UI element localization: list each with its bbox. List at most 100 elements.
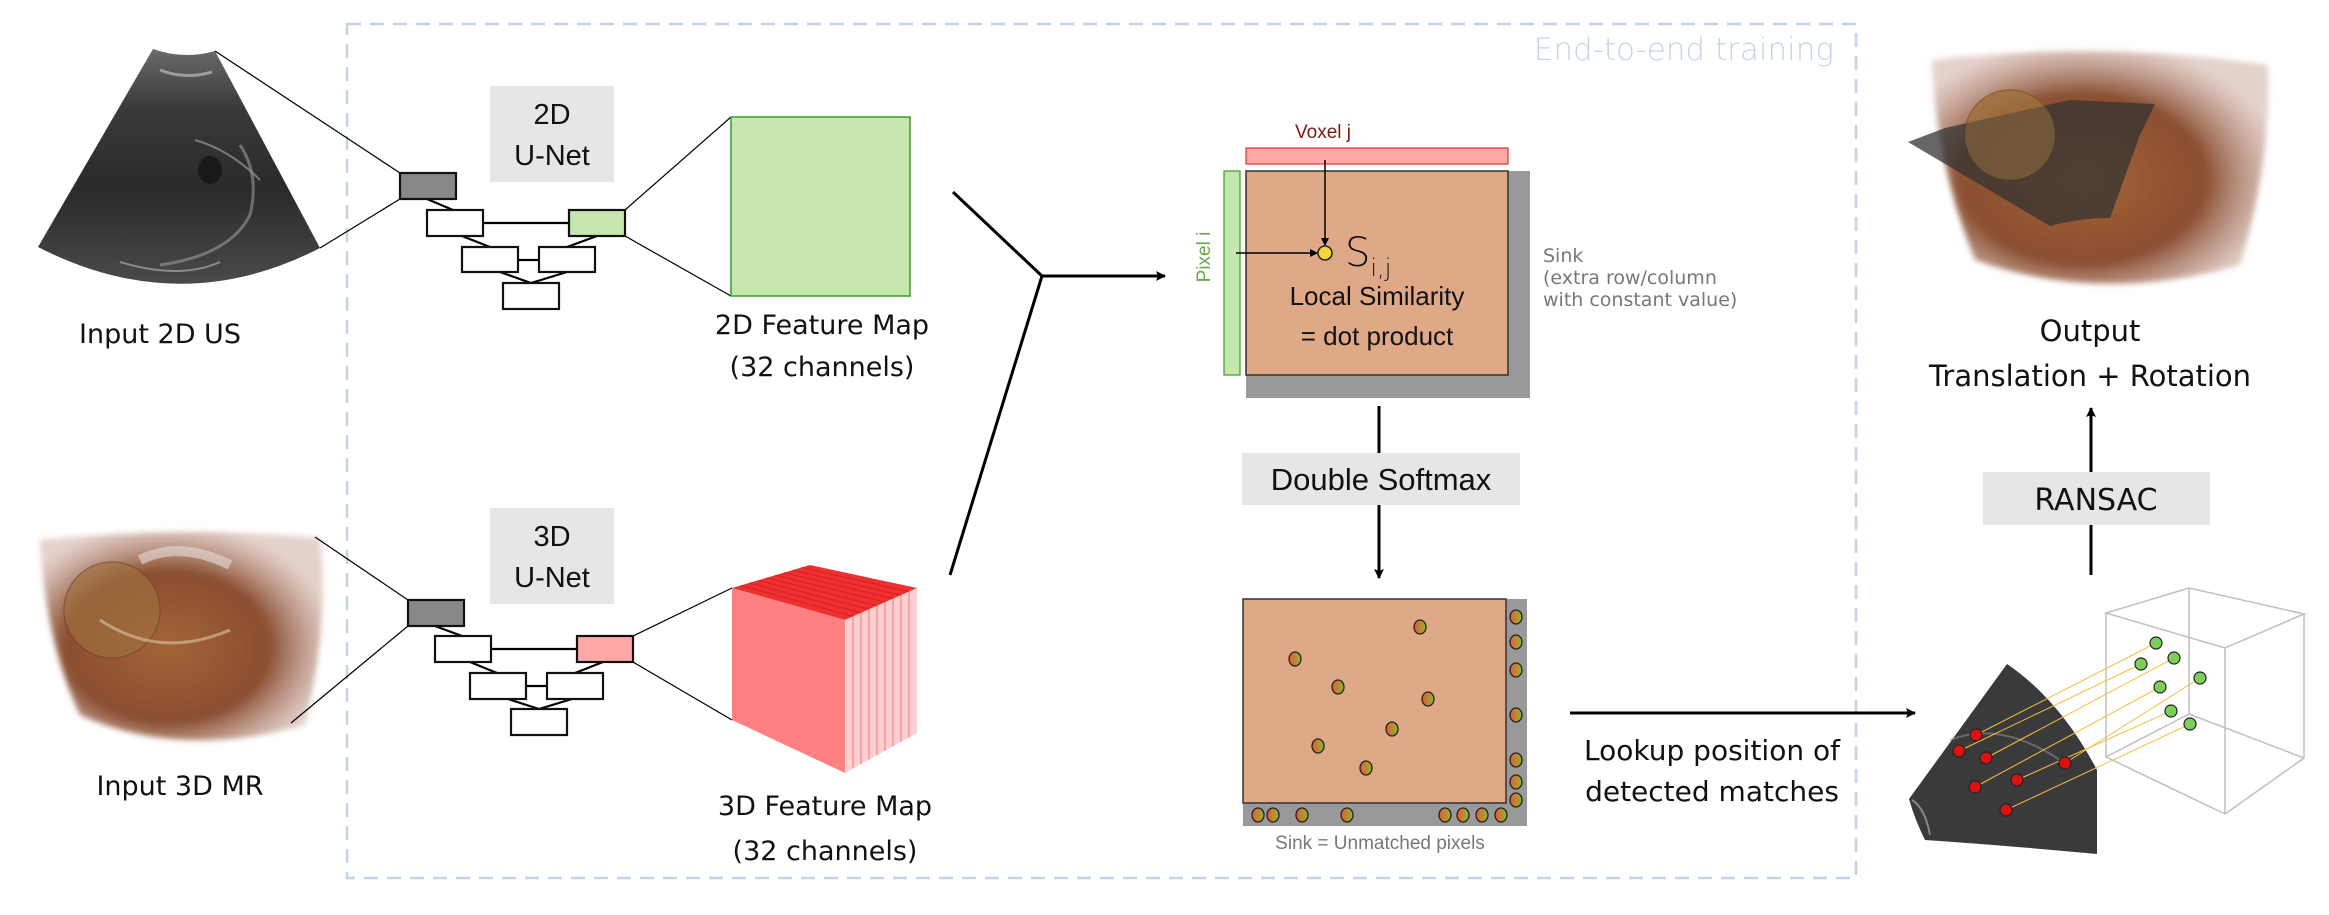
unmatched-dot bbox=[1340, 807, 1354, 823]
unet-3d-decoder-block bbox=[545, 671, 605, 701]
unet-3d: 3D U-Net bbox=[406, 508, 635, 737]
feature-map-3d-front bbox=[732, 588, 845, 773]
matched-pair-dot bbox=[1359, 760, 1373, 776]
channel-slice-top bbox=[757, 579, 870, 610]
unmatched-dot bbox=[1509, 707, 1523, 723]
zoom-line bbox=[214, 50, 401, 174]
sink-description-line: (extra row/column bbox=[1543, 267, 1717, 289]
us-match-dot bbox=[2010, 773, 2024, 787]
mr-match-dot bbox=[2164, 704, 2178, 718]
unet-3d-encoder-block bbox=[433, 634, 493, 664]
unmatched-dot bbox=[1295, 807, 1309, 823]
unet-2d-label-box bbox=[490, 86, 614, 182]
mr-match-dot bbox=[2134, 657, 2148, 671]
zoom-line bbox=[632, 661, 733, 721]
unmatched-dot bbox=[1509, 792, 1523, 808]
input-us-label: Input 2D US bbox=[79, 319, 241, 350]
correspondence-line bbox=[2005, 723, 2191, 811]
voxel-label: Voxel j bbox=[1295, 122, 1351, 143]
similarity-matrix bbox=[1245, 170, 1509, 376]
channel-slice-top bbox=[749, 582, 862, 614]
match-matrix-group: Sink = Unmatched pixels bbox=[1242, 598, 1527, 854]
similarity-symbol-s: S bbox=[1345, 230, 1370, 276]
channel-slice-top bbox=[775, 574, 886, 603]
unet-2d-input-block bbox=[398, 171, 458, 201]
pixel-label: Pixel i bbox=[1194, 232, 1215, 283]
feature-map-2d bbox=[730, 116, 911, 297]
training-region-box bbox=[345, 22, 1858, 880]
unmatched-dot bbox=[1509, 609, 1523, 625]
correspondence-view bbox=[1909, 587, 2307, 854]
lookup-label-line1: Lookup position of bbox=[1584, 734, 1841, 767]
input-mr-label: Input 3D MR bbox=[96, 771, 263, 802]
similarity-formula: = dot product bbox=[1301, 321, 1454, 351]
pixel-bar bbox=[1223, 170, 1241, 376]
ransac-label: RANSAC bbox=[2034, 483, 2157, 518]
output-description: Translation + Rotation bbox=[1928, 359, 2251, 393]
unet-2d-bottleneck-block bbox=[501, 281, 561, 311]
zoom-line bbox=[632, 587, 733, 637]
feature-map-3d-channels: (32 channels) bbox=[733, 836, 918, 867]
unet-2d: 2D U-Net bbox=[398, 86, 627, 311]
unet-3d-encoder-block bbox=[468, 671, 528, 701]
unet-2d-encoder-block bbox=[425, 208, 485, 238]
feature-map-2d-label: 2D Feature Map bbox=[715, 310, 929, 341]
unet-3d-label-line2: U-Net bbox=[514, 562, 590, 594]
unmatched-dot bbox=[1456, 807, 1470, 823]
matched-pair-dot bbox=[1421, 691, 1435, 707]
unet-3d-bottleneck-block bbox=[509, 707, 569, 737]
similarity-matrix-group: Voxel j Pixel i Si,j Local Similarity = … bbox=[1194, 122, 1737, 398]
channel-slice-top bbox=[766, 577, 878, 607]
unmatched-dot bbox=[1475, 807, 1489, 823]
correspondence-line bbox=[1975, 642, 2157, 736]
merge-arrow bbox=[948, 190, 1166, 576]
channel-slice-top bbox=[801, 567, 910, 593]
mr-match-dot bbox=[2167, 651, 2181, 665]
matched-pair-dot bbox=[1413, 619, 1427, 635]
unet-3d-label-line1: 3D bbox=[533, 521, 570, 553]
unet-2d-label-line2: U-Net bbox=[514, 140, 590, 172]
volume-box bbox=[2103, 587, 2307, 815]
similarity-entry-dot bbox=[1317, 245, 1333, 261]
zoom-line bbox=[624, 235, 732, 297]
unet-2d-decoder-block bbox=[537, 245, 597, 274]
correspondence-line bbox=[1985, 657, 2175, 759]
feature-map-3d-side bbox=[845, 588, 917, 773]
zoom-line bbox=[624, 116, 732, 211]
channel-slice-top bbox=[740, 584, 854, 617]
registered-us-slice bbox=[1908, 100, 2155, 226]
unet-3d-input-block bbox=[406, 598, 466, 628]
feature-map-3d bbox=[732, 565, 917, 773]
us-match-dot bbox=[2058, 756, 2072, 770]
input-us-image bbox=[38, 49, 320, 284]
correspondence-line bbox=[2016, 710, 2172, 781]
channel-slice-top bbox=[792, 569, 902, 596]
lookup-label-line2: detected matches bbox=[1585, 775, 1839, 808]
unmatched-dot bbox=[1509, 662, 1523, 678]
us-match-dot bbox=[1979, 751, 1993, 765]
mr-match-dot bbox=[2183, 717, 2197, 731]
match-matrix bbox=[1242, 598, 1507, 804]
unmatched-dot bbox=[1509, 752, 1523, 768]
match-sink-caption: Sink = Unmatched pixels bbox=[1275, 833, 1485, 854]
similarity-symbol: Si,j bbox=[1345, 230, 1391, 282]
output-volume bbox=[1908, 51, 2269, 284]
unet-3d-label-box bbox=[490, 508, 614, 604]
training-region-label: End-to-end training bbox=[1534, 32, 1834, 68]
unmatched-dot bbox=[1494, 807, 1508, 823]
matched-pair-dot bbox=[1288, 651, 1302, 667]
unmatched-dot bbox=[1266, 807, 1280, 823]
sink-description-line: Sink bbox=[1543, 245, 1583, 267]
unmatched-dot bbox=[1509, 774, 1523, 790]
correspondence-line bbox=[1974, 686, 2161, 788]
feature-map-3d-label: 3D Feature Map bbox=[718, 791, 932, 822]
channel-slice-top bbox=[783, 572, 894, 600]
voxel-bar bbox=[1245, 147, 1509, 165]
unmatched-dot bbox=[1251, 807, 1265, 823]
unet-2d-label-line1: 2D bbox=[533, 99, 570, 131]
unet-2d-output-block bbox=[567, 208, 627, 238]
unet-2d-encoder-block bbox=[460, 245, 520, 274]
us-match-dot bbox=[1969, 728, 1983, 742]
double-softmax-box bbox=[1242, 453, 1520, 505]
